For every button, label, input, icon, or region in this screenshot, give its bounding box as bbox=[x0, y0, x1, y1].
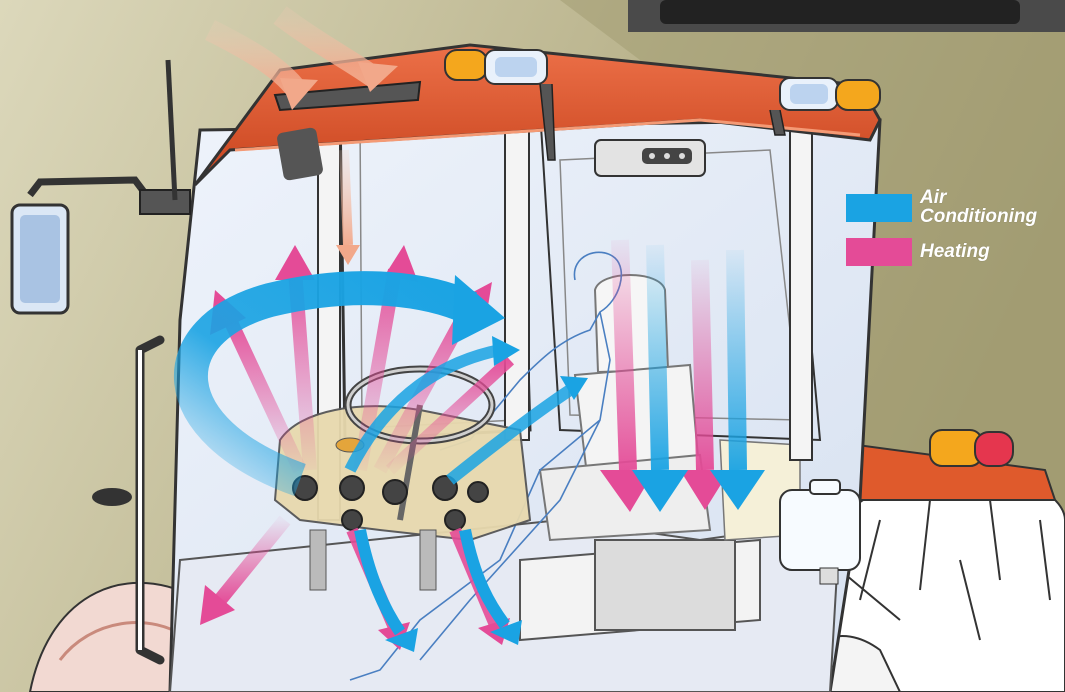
legend-label-heating: Heating bbox=[920, 242, 990, 261]
inset-photo-corner bbox=[628, 0, 1065, 32]
legend-swatch-pink bbox=[846, 238, 912, 266]
legend-label-air-conditioning: Air Conditioning bbox=[920, 188, 1037, 226]
washer-tank bbox=[780, 480, 860, 584]
legend-swatch-blue bbox=[846, 194, 912, 222]
